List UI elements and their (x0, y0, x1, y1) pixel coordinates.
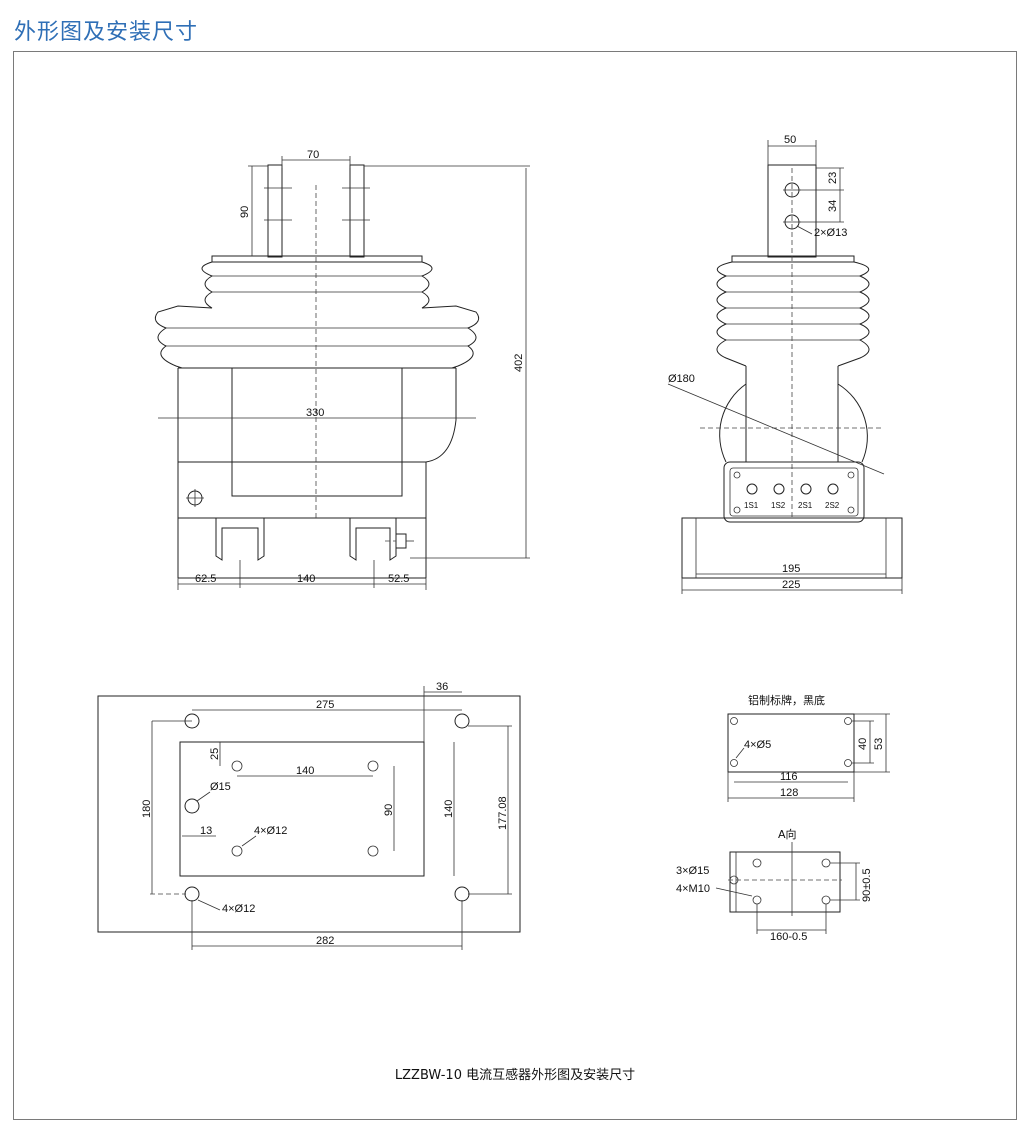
side-view: 1S1 1S2 2S1 2S2 50 23 34 2×Ø13 Ø180 195 … (667, 134, 903, 594)
plan-dim-right-height: 177.08 (497, 796, 509, 830)
nameplate-dim-holes: 4×Ø5 (744, 739, 771, 751)
terminal-2s1: 2S1 (798, 501, 813, 510)
plan-dim-inner-holes: 4×Ø12 (254, 825, 287, 837)
side-dim-top-width: 50 (784, 134, 796, 146)
nameplate-dim-inner-height: 40 (857, 738, 869, 750)
plan-inner (179, 741, 425, 877)
side-dim-holes: 2×Ø13 (814, 227, 847, 239)
a-view-dim-width: 160-0.5 (770, 931, 807, 943)
front-terminal-right (349, 164, 365, 258)
side-dim-diameter: Ø180 (668, 373, 695, 385)
side-dim-base-width: 225 (782, 579, 800, 591)
plan-dim-bottom-span: 282 (316, 935, 334, 947)
plan-dim-outer-holes: 4×Ø12 (222, 903, 255, 915)
terminal-1s1: 1S1 (744, 501, 759, 510)
nameplate-label: 铝制标牌，黑底 (748, 693, 825, 707)
plan-dim-inner-height: 140 (443, 800, 455, 818)
front-terminal-left (267, 164, 283, 258)
drawing-caption: LZZBW-10 电流互感器外形图及安装尺寸 (394, 1068, 636, 1083)
plan-dim-inner-vspan: 90 (383, 804, 395, 816)
nameplate-dim-outer-height: 53 (873, 738, 885, 750)
plan-dim-right-offset: 36 (436, 681, 448, 693)
nameplate-dim-inner-width: 116 (780, 771, 798, 783)
a-view-dim-holes2: 4×M10 (676, 883, 710, 895)
plan-dim-inner-span: 140 (296, 765, 314, 777)
front-dim-top-width: 70 (307, 149, 319, 161)
side-dim-hole-spacing: 34 (827, 200, 839, 212)
a-view-dim-holes1: 3×Ø15 (676, 865, 709, 877)
plan-dim-top-span: 275 (316, 699, 334, 711)
front-dim-top-height: 90 (239, 206, 251, 218)
a-view: A向 3×Ø15 4×M10 160-0.5 90±0.5 (676, 827, 873, 943)
nameplate-outline (727, 713, 855, 773)
terminal-2s2: 2S2 (825, 501, 840, 510)
terminal-1s2: 1S2 (771, 501, 786, 510)
plan-dim-left-height: 180 (141, 800, 153, 818)
a-view-outline (729, 851, 841, 913)
front-dim-body-width: 330 (306, 407, 324, 419)
plan-outline (97, 695, 521, 933)
front-dim-total-height: 402 (513, 354, 525, 372)
plan-view: 180 275 36 282 140 177.08 25 140 Ø15 13 … (97, 681, 521, 950)
plan-dim-hole-edge: 13 (200, 825, 212, 837)
drawing-frame (13, 51, 1017, 1120)
front-dim-left-offset: 62.5 (195, 573, 216, 585)
side-dim-inner-width: 195 (782, 563, 800, 575)
front-view: 70 90 402 330 62.5 140 52.5 (154, 149, 530, 590)
plan-dim-hole-dia: Ø15 (210, 781, 231, 793)
a-view-dim-height: 90±0.5 (861, 868, 873, 902)
nameplate-dim-outer-width: 128 (780, 787, 798, 799)
plan-dim-hole-offset: 25 (209, 748, 221, 760)
front-dim-right-offset: 52.5 (388, 573, 409, 585)
a-view-label: A向 (778, 827, 797, 841)
side-dim-hole-top: 23 (827, 172, 839, 184)
nameplate-view: 铝制标牌，黑底 4×Ø5 116 128 40 53 (727, 693, 890, 802)
front-dim-center-span: 140 (297, 573, 315, 585)
page-title: 外形图及安装尺寸 (14, 20, 199, 45)
